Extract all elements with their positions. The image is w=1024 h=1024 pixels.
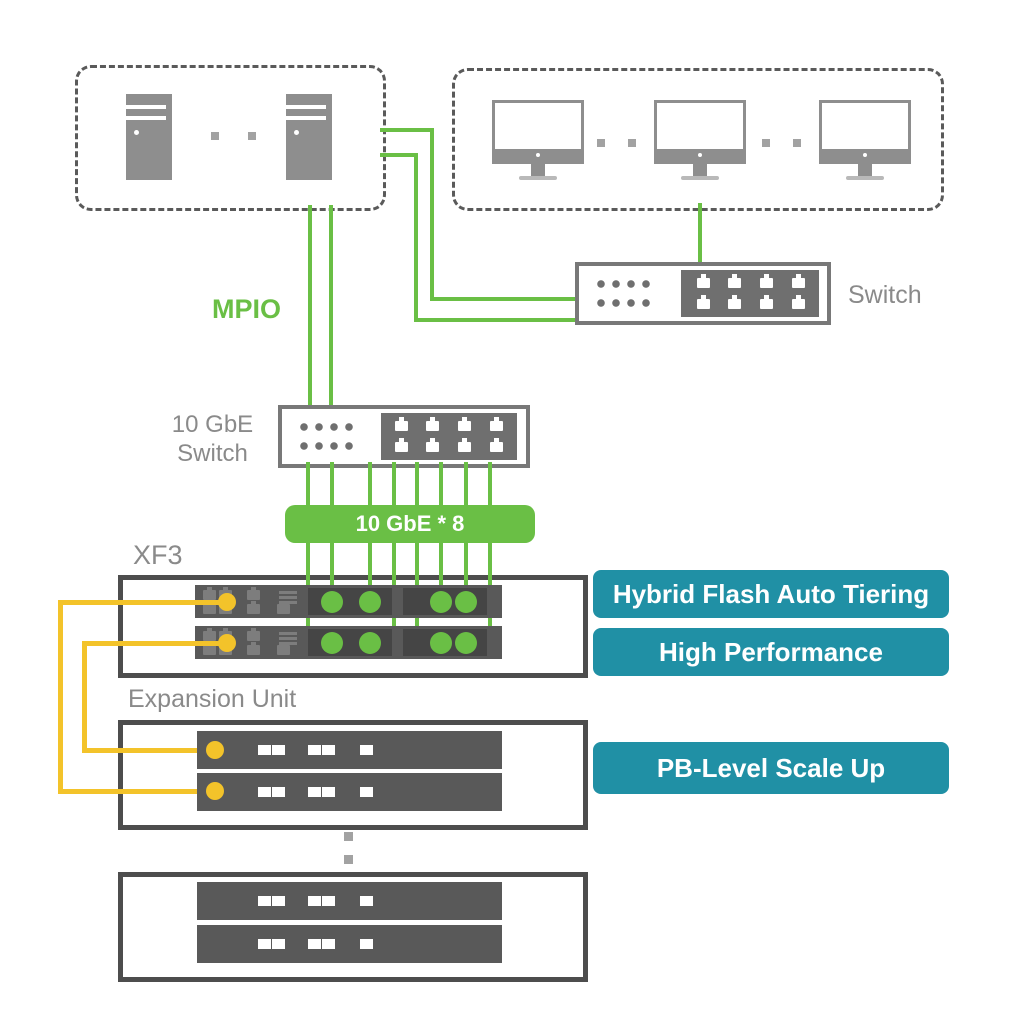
rj45-port-icon xyxy=(395,417,408,431)
10gbe-port xyxy=(430,632,452,654)
feature-badge: PB-Level Scale Up xyxy=(593,742,949,794)
10gbe-port xyxy=(430,591,452,613)
cable-mpio xyxy=(308,205,312,407)
monitor-icon xyxy=(492,100,584,180)
expansion-drive-row xyxy=(197,925,502,963)
mpio-label: MPIO xyxy=(212,294,282,324)
rj45-port-icon xyxy=(490,438,503,452)
drive-led-squares xyxy=(258,745,271,755)
rj45-port-icon xyxy=(760,274,773,288)
ellipsis-dot xyxy=(344,855,353,864)
feature-badge: Hybrid Flash Auto Tiering xyxy=(593,570,949,618)
rj45-port-icon xyxy=(395,438,408,452)
cable-10gbe-link xyxy=(488,462,492,645)
tengbe-switch-device xyxy=(278,405,530,468)
ellipsis-dot xyxy=(248,132,256,140)
xf3-controller-row xyxy=(195,585,502,618)
rj45-port-icon xyxy=(697,295,710,309)
port-cluster-icon xyxy=(203,587,216,600)
port-cluster-icon xyxy=(203,628,216,641)
switch-label: Switch xyxy=(848,281,922,309)
sas-cable xyxy=(82,748,215,753)
10gbe-port xyxy=(359,632,381,654)
sas-cable xyxy=(60,600,227,605)
cable-10gbe-link xyxy=(392,462,396,645)
cable-mpio xyxy=(329,205,333,407)
sas-cable xyxy=(58,789,215,794)
rj45-port-icon xyxy=(426,438,439,452)
server-icon xyxy=(286,94,332,180)
cable-server-switch xyxy=(380,153,418,157)
cable-10gbe-link xyxy=(306,462,310,645)
10gbe-port xyxy=(455,591,477,613)
sas-port xyxy=(218,634,236,652)
cable-client-switch xyxy=(698,203,702,264)
drive-led-squares xyxy=(258,787,271,797)
cable-server-switch xyxy=(414,318,577,322)
expansion-drive-row xyxy=(197,882,502,920)
cable-server-switch xyxy=(380,128,434,132)
rj45-port-icon xyxy=(490,417,503,431)
tengbe-switch-label: 10 GbE Switch xyxy=(171,411,254,467)
expansion-drive-row xyxy=(197,773,502,811)
rj45-port-icon xyxy=(792,295,805,309)
clients-group-box xyxy=(452,68,944,211)
monitor-icon xyxy=(819,100,911,180)
sas-port xyxy=(206,782,224,800)
10gbe-port xyxy=(321,632,343,654)
cable-server-switch xyxy=(430,297,577,301)
rj45-port-icon xyxy=(426,417,439,431)
rj45-port-icon xyxy=(458,417,471,431)
cable-10gbe-link xyxy=(415,462,419,645)
feature-badge: High Performance xyxy=(593,628,949,676)
rj45-port-icon xyxy=(728,295,741,309)
10gbe-port xyxy=(455,632,477,654)
servers-group-box xyxy=(75,65,386,211)
server-icon xyxy=(126,94,172,180)
vent-stripes-icon xyxy=(279,632,297,635)
rj45-port-icon xyxy=(458,438,471,452)
ellipsis-dot xyxy=(762,139,770,147)
10gbe-x8-banner: 10 GbE * 8 xyxy=(285,505,535,543)
10gbe-port xyxy=(321,591,343,613)
expansion-drive-row xyxy=(197,731,502,769)
vent-stripes-icon xyxy=(279,591,297,594)
ellipsis-dot xyxy=(628,139,636,147)
cable-server-switch xyxy=(430,128,434,301)
drive-led-squares xyxy=(258,939,271,949)
rj45-port-icon xyxy=(760,295,773,309)
cable-server-switch xyxy=(414,153,418,322)
monitor-icon xyxy=(654,100,746,180)
ellipsis-dot xyxy=(793,139,801,147)
sas-cable xyxy=(84,641,227,646)
rj45-port-icon xyxy=(697,274,710,288)
switch-led-dots xyxy=(300,423,356,453)
sas-port xyxy=(218,593,236,611)
ellipsis-dot xyxy=(344,832,353,841)
xf3-label: XF3 xyxy=(133,540,183,570)
switch-port-panel xyxy=(381,413,517,460)
drive-led-squares xyxy=(258,896,271,906)
expansion-unit-label: Expansion Unit xyxy=(128,685,297,713)
rj45-port-icon xyxy=(728,274,741,288)
switch-device xyxy=(575,262,831,325)
rj45-port-icon xyxy=(792,274,805,288)
ellipsis-dot xyxy=(211,132,219,140)
switch-led-dots xyxy=(597,280,653,310)
10gbe-port xyxy=(359,591,381,613)
sas-cable xyxy=(82,641,87,753)
switch-port-panel xyxy=(681,270,819,317)
sas-cable xyxy=(58,600,63,794)
sas-port xyxy=(206,741,224,759)
ellipsis-dot xyxy=(597,139,605,147)
